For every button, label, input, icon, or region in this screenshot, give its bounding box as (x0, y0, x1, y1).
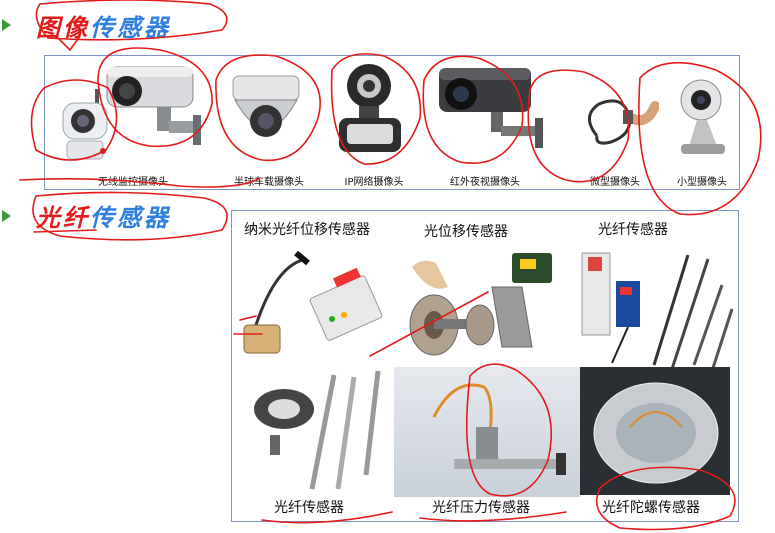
infrared-camera-image (439, 68, 543, 148)
caption-infrared-camera: 红外夜视摄像头 (450, 177, 520, 188)
caption-micro-camera: 微型摄像头 (590, 177, 640, 188)
label-fiber-pressure: 光纤压力传感器 (432, 500, 530, 516)
label-nano-fiber-displacement: 纳米光纤位移传感器 (244, 222, 370, 238)
fiber-gyro-photo (580, 367, 730, 495)
title-rest: 传感器 (90, 204, 171, 232)
fiber-sensor-panel: 纳米光纤位移传感器 光位移传感器 光纤传感器 (231, 210, 739, 522)
caption-small-camera: 小型摄像头 (677, 177, 727, 188)
bullet-icon (2, 210, 11, 222)
section-title-fiber-sensor: 光纤传感器 (36, 198, 171, 233)
title-rest: 传感器 (90, 14, 171, 42)
title-prefix: 图像 (36, 14, 90, 42)
caption-dome-camera: 半球车载摄像头 (234, 177, 304, 188)
section-title-image-sensor: 图像传感器 (36, 8, 171, 43)
micro-camera-image (588, 99, 659, 145)
label-optical-displacement: 光位移传感器 (424, 224, 508, 240)
caption-wireless-camera: 无线监控摄像头 (98, 177, 168, 188)
nano-fiber-sensor-image (243, 250, 383, 354)
ip-camera-image (339, 64, 401, 152)
label-fiber-sensor-top: 光纤传感器 (598, 222, 668, 238)
bullet-icon (2, 19, 11, 31)
small-camera-image (680, 79, 725, 154)
caption-ip-camera: IP网络摄像头 (344, 177, 404, 188)
fiber-sensor-probe-image (254, 370, 381, 490)
label-fiber-sensor-bottom: 光纤传感器 (274, 500, 344, 516)
title-prefix: 光纤 (36, 204, 90, 232)
bullet-camera-image (106, 66, 201, 145)
fiber-pressure-photo (394, 367, 580, 497)
fiber-amplifier-image (581, 252, 734, 372)
dome-camera-image (232, 75, 300, 137)
optical-displacement-sensor-image (409, 253, 552, 356)
label-fiber-gyro: 光纤陀螺传感器 (602, 500, 700, 516)
camera-panel: 无线监控摄像头 半球车载摄像头 IP网络摄像头 红外夜视摄像头 微型摄像头 小型… (44, 55, 740, 190)
